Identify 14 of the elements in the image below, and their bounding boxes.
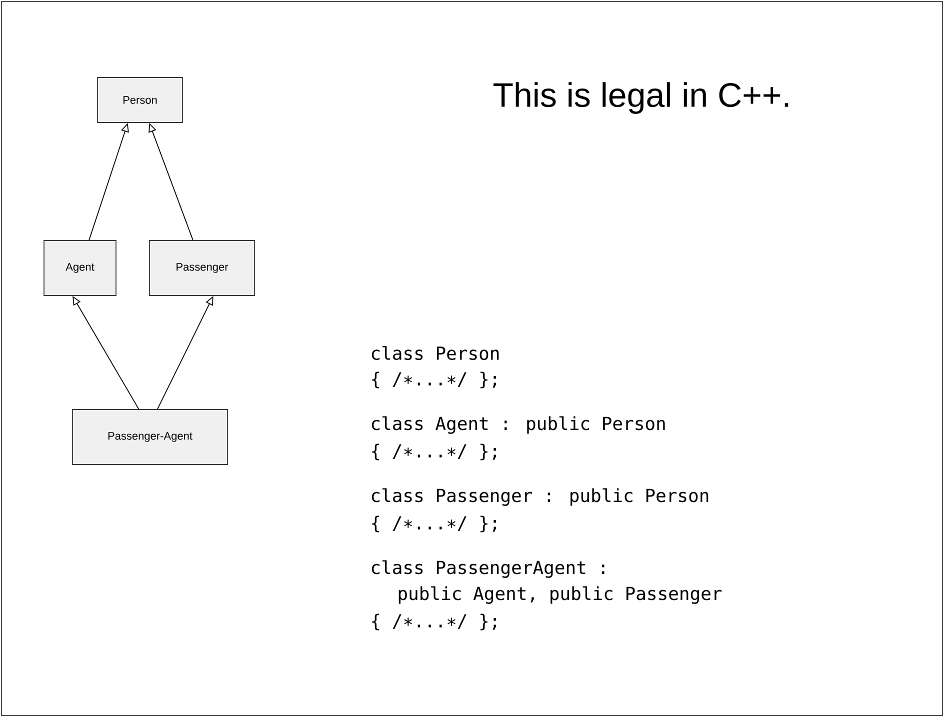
- code-line: class Passenger : public Person: [372, 488, 708, 506]
- code-line: { /∗...∗/ };: [372, 444, 496, 460]
- code-line: class Person: [372, 346, 499, 360]
- title: This is legal in C++.: [493, 82, 788, 114]
- class-box: Passenger: [149, 240, 255, 296]
- class-box: Person: [97, 77, 183, 123]
- code-line: class PassengerAgent :: [372, 560, 604, 578]
- class-box: Passenger-Agent: [72, 409, 228, 465]
- code-line: { /∗...∗/ };: [372, 614, 496, 630]
- code-line: { /∗...∗/ };: [372, 372, 496, 388]
- code-line: { /∗...∗/ };: [372, 516, 496, 532]
- code-line: public Agent, public Passenger: [398, 586, 722, 604]
- code-line: class Agent : public Person: [372, 416, 665, 434]
- class-box: Agent: [44, 240, 116, 296]
